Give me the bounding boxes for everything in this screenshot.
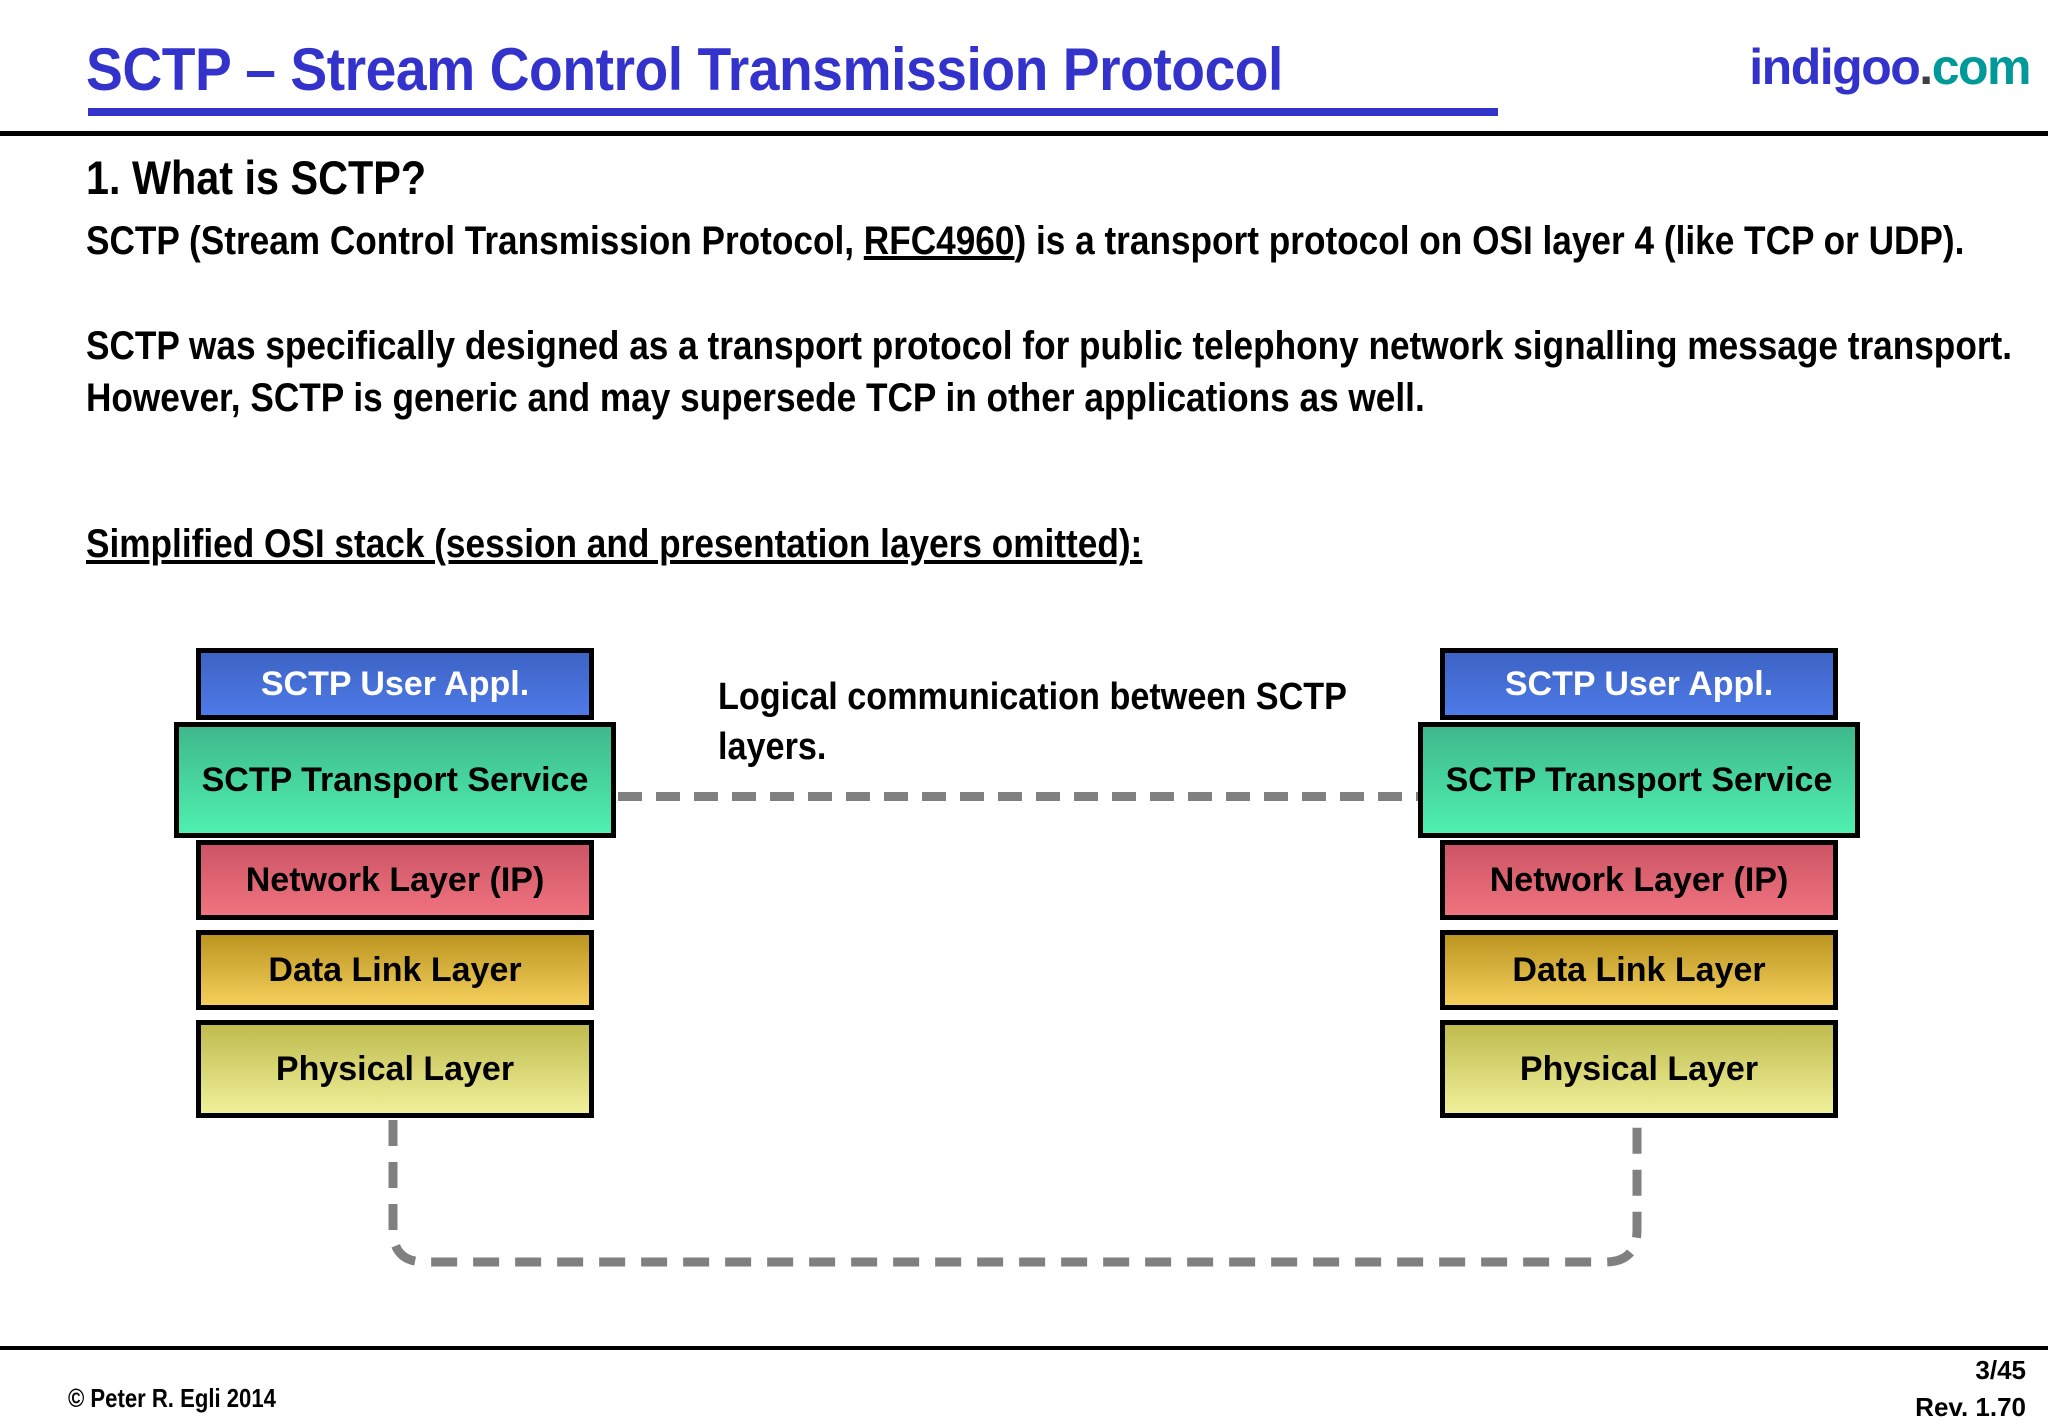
header-divider [0, 131, 2048, 136]
left-layer-data-link[interactable]: Data Link Layer [196, 930, 594, 1010]
right-layer-data-link[interactable]: Data Link Layer [1440, 930, 1838, 1010]
brand-name: indigoo [1749, 39, 1921, 95]
left-layer-physical[interactable]: Physical Layer [196, 1020, 594, 1118]
left-layer-network-ip[interactable]: Network Layer (IP) [196, 840, 594, 920]
slide-header: SCTP – Stream Control Transmission Proto… [0, 0, 2048, 136]
paragraph1-text-after: ) is a transport protocol on OSI layer 4… [1014, 219, 1965, 263]
page-number: 3/45 [1975, 1355, 2026, 1385]
page-title: SCTP – Stream Control Transmission Proto… [86, 36, 1283, 103]
right-layer-sctp-transport-service[interactable]: SCTP Transport Service [1418, 722, 1860, 838]
brand-dot: . [1919, 39, 1933, 95]
paragraph1-text-before: SCTP (Stream Control Transmission Protoc… [86, 219, 864, 263]
copyright-notice: © Peter R. Egli 2014 [68, 1383, 276, 1413]
right-layer-network-ip[interactable]: Network Layer (IP) [1440, 840, 1838, 920]
brand-tld: com [1931, 39, 2032, 95]
brand-logo: indigoo.com [1749, 38, 2032, 96]
intro-paragraph: SCTP (Stream Control Transmission Protoc… [86, 215, 2048, 267]
rfc4960-link[interactable]: RFC4960 [863, 219, 1015, 263]
footer-divider [0, 1346, 2048, 1350]
left-layer-sctp-user-appl[interactable]: SCTP User Appl. [196, 648, 594, 720]
title-underline [88, 108, 1498, 116]
logical-communication-dashed-line [618, 792, 1428, 801]
right-layer-sctp-user-appl[interactable]: SCTP User Appl. [1440, 648, 1838, 720]
section-heading: 1. What is SCTP? [86, 151, 427, 204]
left-layer-sctp-transport-service[interactable]: SCTP Transport Service [174, 722, 616, 838]
right-layer-physical[interactable]: Physical Layer [1440, 1020, 1838, 1118]
revision-label: Rev. 1.70 [1915, 1392, 2026, 1422]
osi-stack-subheading: Simplified OSI stack (session and presen… [86, 522, 1143, 566]
description-paragraph: SCTP was specifically designed as a tran… [86, 324, 2013, 420]
logical-communication-label: Logical communication between SCTP layer… [718, 676, 1347, 768]
